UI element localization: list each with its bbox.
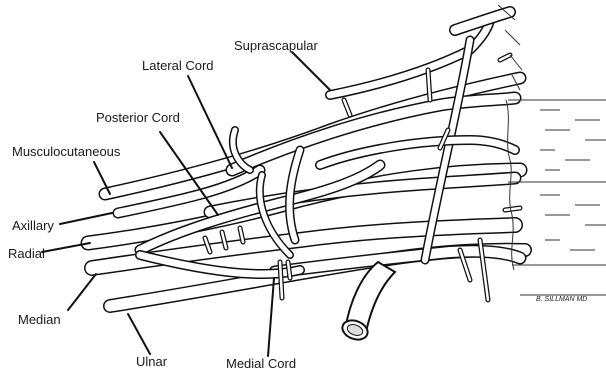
label-median: Median [18, 312, 61, 327]
leader-medial-cord [268, 278, 274, 356]
leader-axillary [60, 213, 112, 224]
label-lateral-cord: Lateral Cord [142, 58, 214, 73]
artist-signature: B. SILLMAN MD [536, 296, 587, 303]
nerve-network [88, 12, 525, 306]
leader-median [68, 274, 96, 310]
label-musculocutaneous: Musculocutaneous [12, 144, 121, 159]
leader-ulnar [128, 314, 150, 354]
leader-lateral-cord [188, 76, 232, 168]
artery [340, 262, 395, 343]
label-medial-cord: Medial Cord [226, 356, 296, 370]
label-posterior-cord: Posterior Cord [96, 110, 180, 125]
radial-upper [320, 140, 515, 165]
label-radial: Radial [8, 246, 45, 261]
label-suprascapular: Suprascapular [234, 38, 318, 53]
leader-suprascapular [292, 52, 330, 90]
label-axillary: Axillary [12, 218, 54, 233]
label-ulnar: Ulnar [136, 354, 168, 369]
